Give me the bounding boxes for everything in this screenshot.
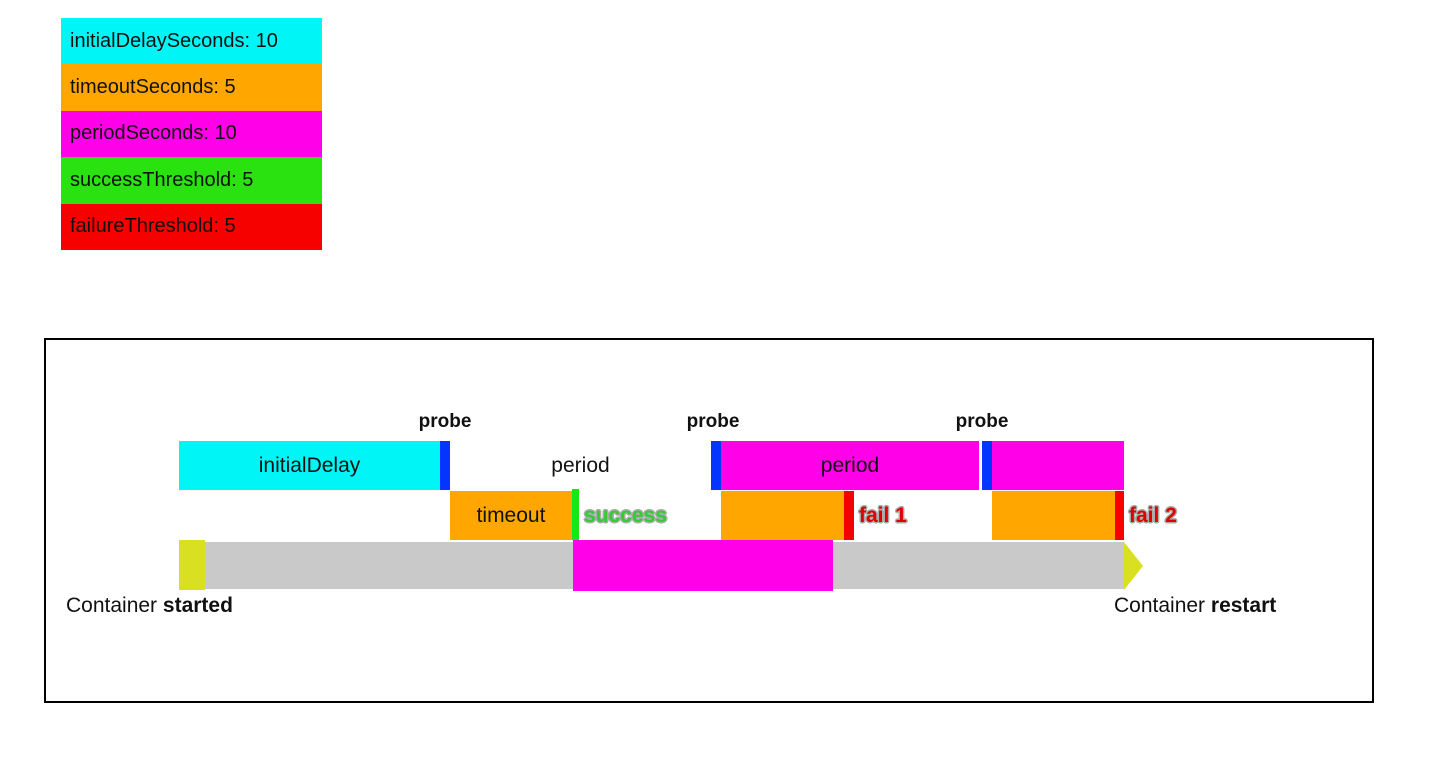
- success-marker: [572, 489, 579, 540]
- probe-marker-3: [982, 441, 992, 490]
- container-restart-label: Container restart: [1114, 593, 1276, 619]
- legend-item-label: successThreshold: 5: [70, 168, 254, 191]
- restart-arrow-icon: [1124, 542, 1143, 590]
- initial-delay-label: initialDelay: [258, 453, 361, 477]
- legend-item-label: timeoutSeconds: 5: [70, 76, 236, 99]
- legend-item-label: failureThreshold: 5: [70, 215, 236, 238]
- initial-delay-bar: initialDelay: [179, 441, 440, 490]
- timeout-bar-1: timeout: [450, 491, 572, 540]
- period-bar-1: period: [721, 441, 979, 490]
- container-started-emphasis: started: [162, 594, 233, 617]
- probe-marker-1: [440, 441, 450, 490]
- timeline-period-highlight: [573, 540, 833, 591]
- fail-marker-2: [1115, 491, 1124, 540]
- period-bar-2: [992, 441, 1124, 490]
- fail-marker-1: [844, 491, 854, 540]
- probe-marker-2: [711, 441, 721, 490]
- success-label: success: [584, 504, 667, 527]
- period-second-label: period: [820, 453, 880, 477]
- legend-item-failure-threshold: failureThreshold: 5: [61, 203, 322, 250]
- probe-label-1: probe: [418, 411, 472, 432]
- legend-item-timeout-seconds: timeoutSeconds: 5: [61, 64, 322, 111]
- diagram-box: probe probe probe initialDelay period pe…: [44, 338, 1374, 703]
- fail-2-label: fail 2: [1129, 504, 1177, 527]
- legend: initialDelaySeconds: 10 timeoutSeconds: …: [61, 18, 322, 250]
- legend-item-initial-delay-seconds: initialDelaySeconds: 10: [61, 18, 322, 65]
- timeout-label: timeout: [476, 503, 546, 527]
- fail-1-label: fail 1: [859, 504, 907, 527]
- legend-item-label: periodSeconds: 10: [70, 122, 237, 145]
- container-restart-prefix: Container: [1114, 594, 1211, 617]
- legend-item-success-threshold: successThreshold: 5: [61, 157, 322, 204]
- period-gap-label: period: [450, 441, 711, 490]
- legend-item-period-seconds: periodSeconds: 10: [61, 110, 322, 158]
- container-started-label: Container started: [66, 593, 233, 619]
- timeout-bar-3: [992, 491, 1115, 540]
- container-restart-emphasis: restart: [1210, 594, 1277, 617]
- period-first-label: period: [551, 453, 610, 477]
- probe-label-3: probe: [955, 411, 1009, 432]
- container-start-marker: [179, 540, 205, 590]
- legend-item-label: initialDelaySeconds: 10: [70, 29, 278, 52]
- container-started-prefix: Container: [66, 594, 163, 617]
- timeout-bar-2: [721, 491, 844, 540]
- probe-label-2: probe: [686, 411, 740, 432]
